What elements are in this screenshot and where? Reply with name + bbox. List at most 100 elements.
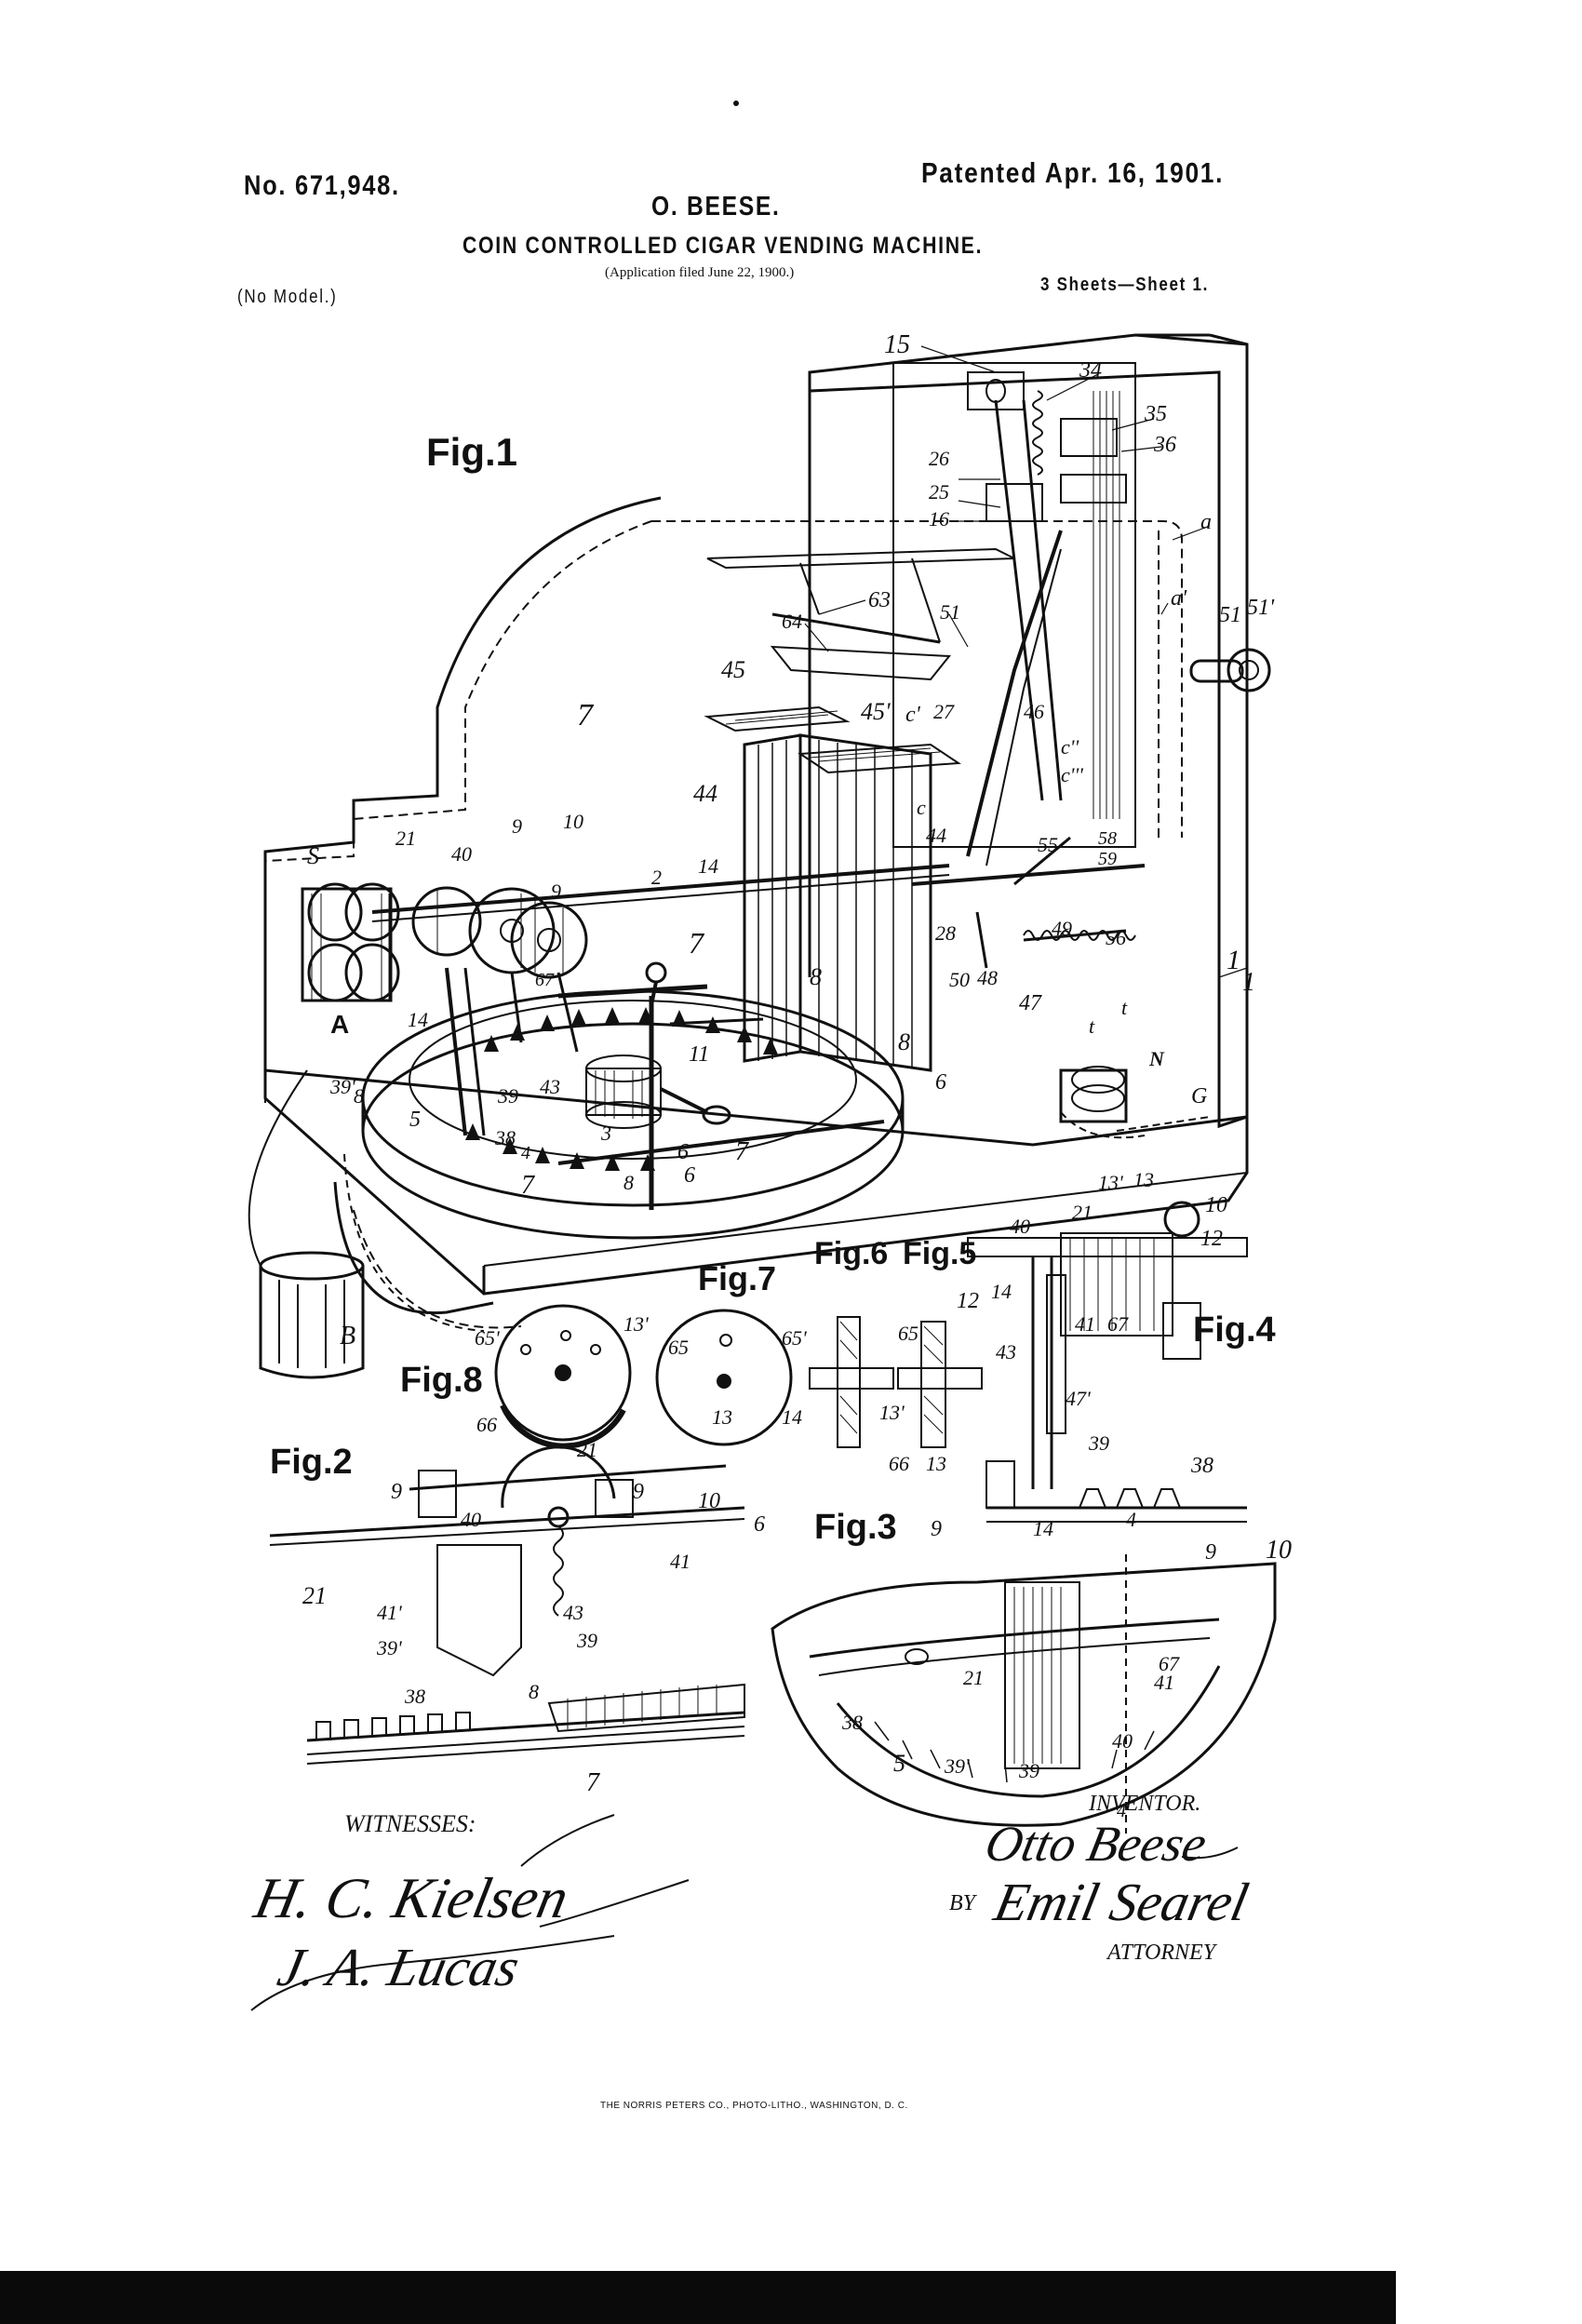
ref-numeral: c''' bbox=[1061, 763, 1083, 786]
ref-numeral: 5 bbox=[409, 1108, 421, 1132]
ref-numeral: 16 bbox=[929, 507, 949, 531]
ref-numeral: 63 bbox=[868, 588, 891, 612]
ref-numeral: G bbox=[1191, 1084, 1208, 1108]
ref-numeral: 21 bbox=[577, 1438, 597, 1461]
sheets-note: 3 Sheets—Sheet 1. bbox=[1040, 275, 1210, 295]
ref-numeral: 1 bbox=[1242, 968, 1255, 997]
ref-numeral: 13 bbox=[712, 1405, 732, 1429]
ref-numeral: 8 bbox=[529, 1680, 539, 1703]
ref-numeral: 8 bbox=[898, 1028, 910, 1055]
by-label: BY bbox=[949, 1891, 976, 1915]
ref-numeral: 1 bbox=[1227, 945, 1240, 975]
ref-numeral: 38 bbox=[405, 1685, 425, 1708]
ref-numeral: 50 bbox=[949, 968, 970, 991]
ref-numeral: 65 bbox=[668, 1336, 689, 1359]
ref-numeral: 58 bbox=[1098, 828, 1117, 849]
ref-numeral: 25 bbox=[929, 480, 949, 504]
fig1-label: Fig.1 bbox=[426, 430, 518, 474]
ref-numeral: 40 bbox=[1010, 1215, 1030, 1238]
ref-numeral: 6 bbox=[935, 1070, 946, 1095]
ref-numeral: 55 bbox=[1038, 833, 1058, 856]
fig7-label: Fig.7 bbox=[698, 1259, 777, 1297]
ref-numeral: 4 bbox=[521, 1143, 530, 1163]
ref-numeral: 39 bbox=[577, 1629, 597, 1652]
model-note: (No Model.) bbox=[237, 287, 338, 307]
ref-numeral: 5 bbox=[893, 1750, 905, 1777]
ref-numeral: 65' bbox=[782, 1326, 807, 1350]
ref-numeral: 14 bbox=[698, 854, 718, 878]
ref-numeral: 9 bbox=[931, 1517, 942, 1541]
ref-numeral: 45 bbox=[721, 656, 745, 683]
ref-numeral: 9 bbox=[391, 1480, 402, 1504]
ref-numeral: 44 bbox=[693, 780, 717, 807]
ref-numeral: 6 bbox=[684, 1163, 695, 1188]
ref-numeral: 21 bbox=[396, 826, 416, 850]
ref-numeral: 39 bbox=[498, 1084, 518, 1108]
ref-numeral: 6 bbox=[677, 1140, 689, 1164]
ref-numeral: 8 bbox=[354, 1084, 364, 1108]
ref-numeral: 41 bbox=[1075, 1312, 1095, 1336]
ref-numeral: 7 bbox=[735, 1137, 748, 1166]
ref-numeral: 4 bbox=[1126, 1508, 1136, 1531]
ref-numeral: 59 bbox=[1098, 849, 1117, 869]
ref-numeral: 8 bbox=[623, 1171, 634, 1194]
ref-numeral: 3 bbox=[601, 1122, 611, 1145]
ref-numeral: 8 bbox=[810, 963, 822, 990]
application-filed: (Application filed June 22, 1900.) bbox=[605, 265, 795, 280]
ref-numeral: 41' bbox=[377, 1601, 402, 1624]
ref-numeral: 14 bbox=[991, 1280, 1012, 1303]
ref-numeral: 46 bbox=[1024, 700, 1044, 723]
ref-numeral: 15 bbox=[884, 330, 910, 359]
ref-numeral: 39' bbox=[945, 1754, 970, 1778]
ref-numeral: 13 bbox=[1133, 1168, 1154, 1191]
ref-numeral: 47' bbox=[1066, 1387, 1091, 1410]
ref-numeral: a' bbox=[1171, 586, 1187, 611]
ref-numeral: 14 bbox=[408, 1008, 428, 1031]
ref-numeral: 10 bbox=[1266, 1536, 1292, 1565]
ref-numeral: 56 bbox=[1106, 926, 1126, 949]
ref-numeral: 2 bbox=[651, 866, 662, 889]
ref-numeral: 10 bbox=[698, 1489, 720, 1513]
ref-numeral: N bbox=[1149, 1047, 1164, 1070]
ref-numeral: 14 bbox=[782, 1405, 802, 1429]
ref-numeral: 9 bbox=[512, 814, 522, 838]
ref-numeral: 7 bbox=[586, 1768, 599, 1797]
ref-numeral: 40 bbox=[1112, 1729, 1133, 1753]
inventor-name: O. BEESE. bbox=[651, 192, 781, 222]
ref-numeral: 7 bbox=[577, 698, 593, 732]
ref-numeral: 43 bbox=[540, 1075, 560, 1098]
ref-numeral: c' bbox=[905, 703, 920, 727]
fig2-label: Fig.2 bbox=[270, 1443, 353, 1482]
fig6-label: Fig.6 bbox=[814, 1236, 889, 1271]
fig5-label: Fig.5 bbox=[903, 1236, 977, 1271]
ref-numeral: 4 bbox=[1117, 1801, 1126, 1821]
ref-numeral: 41 bbox=[1154, 1671, 1174, 1694]
ref-numeral: t bbox=[1089, 1014, 1095, 1038]
ref-numeral: 13' bbox=[1098, 1171, 1123, 1194]
ref-numeral: 21 bbox=[1072, 1201, 1093, 1224]
ref-numeral: 66 bbox=[889, 1452, 909, 1475]
ref-numeral: 9 bbox=[551, 880, 561, 903]
ref-numeral: 47 bbox=[1019, 991, 1041, 1015]
inventor-label: INVENTOR. bbox=[1089, 1792, 1201, 1816]
ref-numeral: 35 bbox=[1145, 402, 1167, 426]
ref-numeral: 6 bbox=[754, 1512, 765, 1537]
ref-numeral: 21 bbox=[963, 1666, 984, 1689]
scan-bottom-bar bbox=[0, 2271, 1396, 2324]
ref-numeral: 34 bbox=[1079, 358, 1102, 383]
ref-numeral: 7 bbox=[521, 1171, 534, 1200]
ref-numeral: 9 bbox=[1205, 1540, 1216, 1565]
fig3-label: Fig.3 bbox=[814, 1508, 897, 1547]
ref-numeral: 43 bbox=[996, 1340, 1016, 1364]
patent-title: COIN CONTROLLED CIGAR VENDING MACHINE. bbox=[463, 233, 984, 259]
ref-numeral: 39 bbox=[1019, 1759, 1039, 1782]
patented-date: Patented Apr. 16, 1901. bbox=[921, 156, 1225, 189]
ref-numeral: 38 bbox=[842, 1711, 863, 1734]
ref-numeral: 66 bbox=[476, 1413, 497, 1436]
ref-numeral: S bbox=[307, 842, 319, 869]
ref-numeral: 7 bbox=[689, 926, 704, 960]
ref-numeral: 51' bbox=[1247, 596, 1275, 620]
ref-numeral: 39 bbox=[1089, 1431, 1109, 1455]
